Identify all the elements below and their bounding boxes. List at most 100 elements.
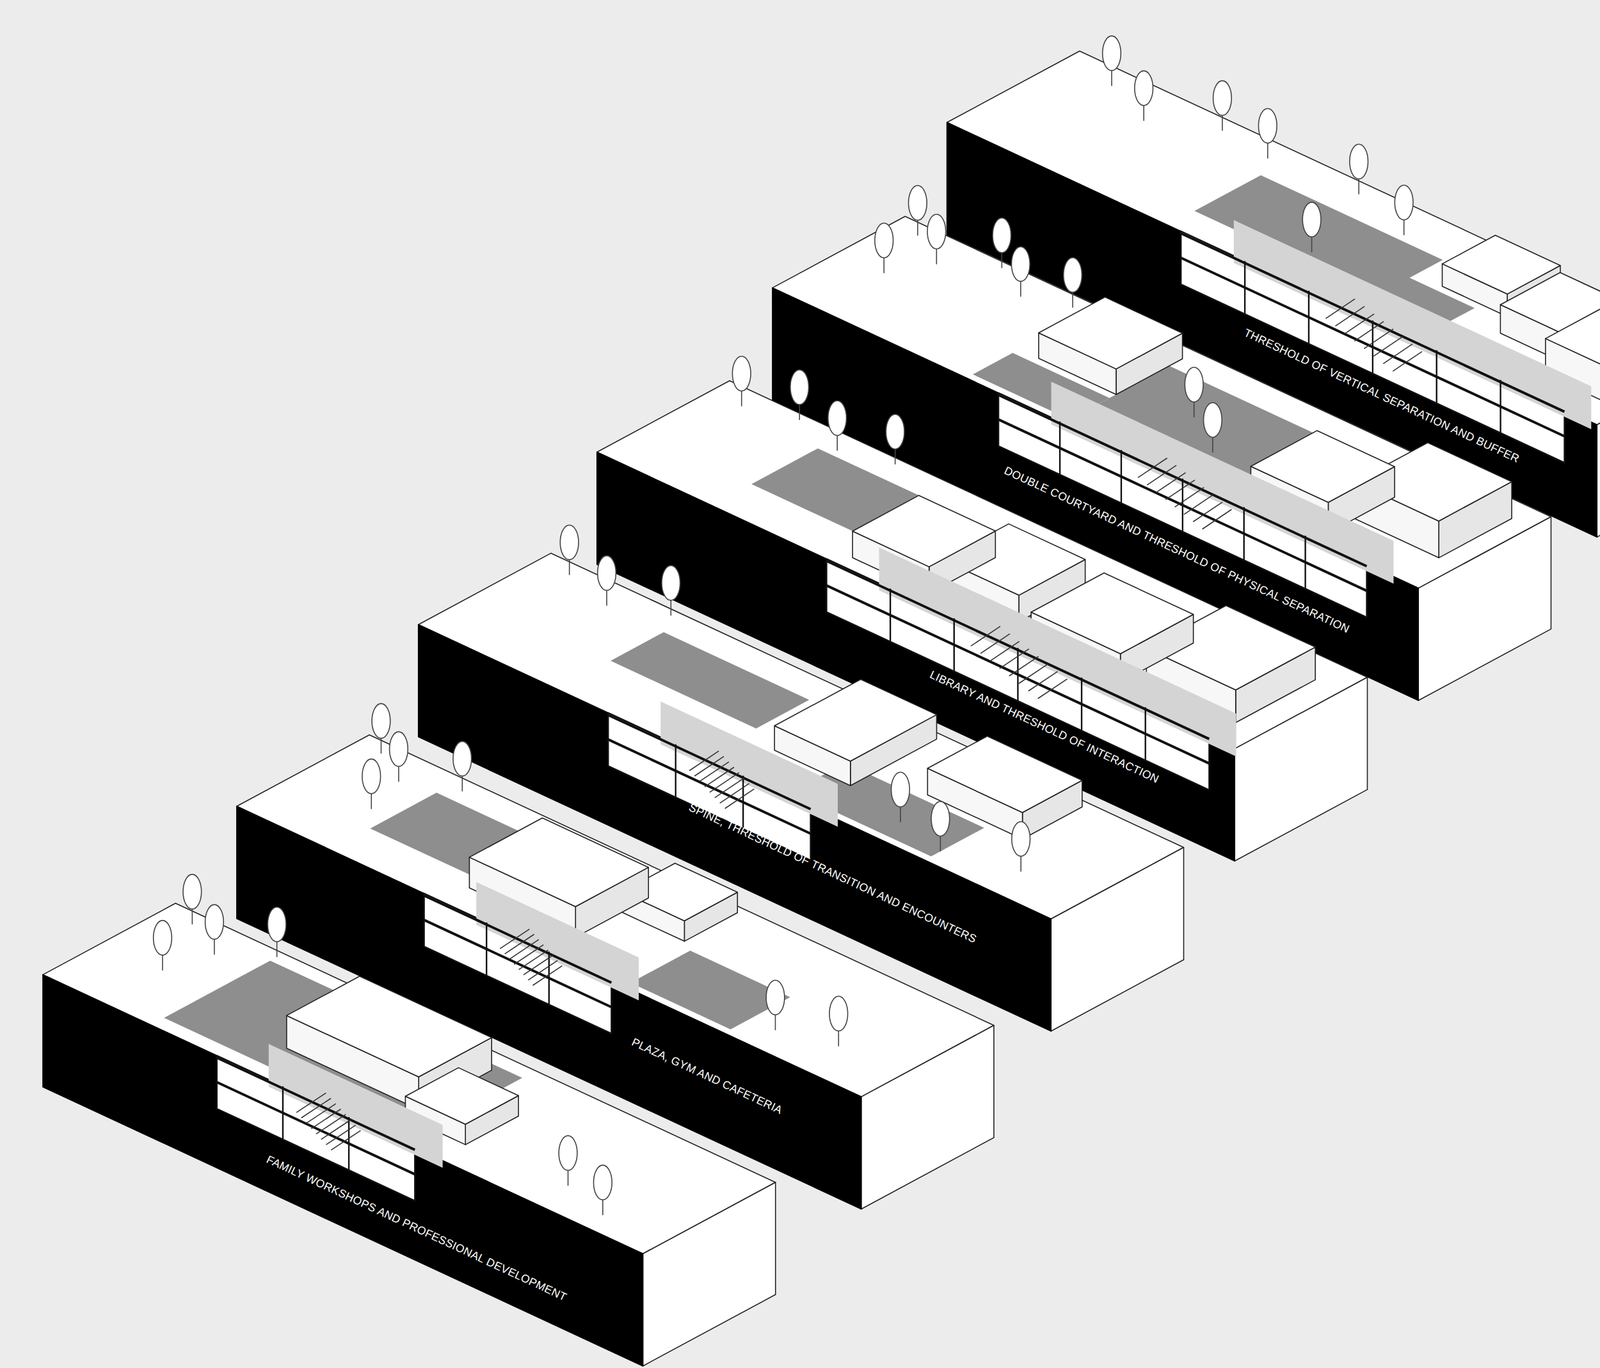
tree-crown <box>389 731 409 767</box>
building-roof <box>852 495 996 567</box>
section-wall <box>485 922 488 976</box>
tree-crown <box>153 920 173 955</box>
tree-crown <box>766 979 785 1015</box>
stair-tread <box>513 944 544 965</box>
tree-crown <box>453 741 472 776</box>
tree-crown <box>1203 402 1223 438</box>
tree-crown <box>908 185 928 221</box>
tree-crown <box>593 1164 612 1200</box>
section-wall <box>1080 677 1083 731</box>
floor-slab <box>424 895 612 983</box>
building-roof <box>286 976 492 1077</box>
section-wall <box>1182 478 1184 532</box>
stair-tread <box>326 1125 356 1145</box>
section-wall <box>1436 350 1438 404</box>
tree-crown <box>828 400 847 436</box>
tree-crown <box>597 555 617 591</box>
stair-tread <box>714 777 745 798</box>
floor-slab <box>216 1057 415 1150</box>
stair-tread <box>296 1092 326 1113</box>
stair-tread <box>523 954 553 975</box>
tree-crown <box>183 874 202 909</box>
building-roof <box>774 679 937 761</box>
tree-crown <box>790 369 809 405</box>
tree-crown <box>371 703 391 738</box>
section-wall <box>1499 380 1501 434</box>
section-wall <box>889 588 891 642</box>
section-wall <box>282 1086 284 1140</box>
slab-end <box>1418 516 1551 701</box>
stair-tread <box>509 939 539 960</box>
ground-shade <box>610 632 809 729</box>
section-wall <box>1059 421 1061 475</box>
tree-crown <box>205 904 224 939</box>
tree-crown <box>267 906 287 942</box>
section-wall <box>1144 707 1147 761</box>
stair-tread <box>694 756 724 777</box>
section-interior <box>660 701 838 827</box>
tree-crown <box>1134 71 1154 106</box>
tree-crown <box>560 524 579 560</box>
tree-crown <box>1349 144 1369 179</box>
stair-tread <box>301 1098 331 1119</box>
tree-crown <box>1394 184 1414 220</box>
tree-crown <box>1011 246 1030 281</box>
tree-crown <box>1302 202 1321 237</box>
tree-crown <box>558 1135 578 1170</box>
stair-tread <box>316 1114 346 1135</box>
tree-crown <box>927 214 946 249</box>
stair-tread <box>699 761 729 782</box>
section-wall <box>548 951 550 1005</box>
floor-slab <box>424 919 612 1007</box>
section-interior <box>1051 381 1394 584</box>
stair-tread <box>519 949 549 970</box>
floor-slab <box>608 714 811 809</box>
slab-section-face <box>42 974 644 1366</box>
stair-tread <box>306 1103 336 1124</box>
stair-tread <box>528 960 558 980</box>
tree-crown <box>1063 257 1083 292</box>
stair-tread <box>709 772 740 793</box>
tree-crown <box>661 565 681 601</box>
stair-tread <box>1392 351 1423 372</box>
slab-section-face <box>597 451 1235 861</box>
tree-crown <box>1011 821 1031 856</box>
stair-tread <box>725 788 755 809</box>
tree-crown <box>1184 367 1204 402</box>
stair-tread <box>533 965 563 986</box>
stair-tread <box>321 1119 351 1140</box>
slab-end <box>1234 677 1368 861</box>
tree-crown <box>992 218 1012 253</box>
tree-crown <box>885 414 905 449</box>
building-roof <box>1545 302 1600 372</box>
building-roof <box>1038 296 1183 369</box>
stair-tread <box>689 750 719 771</box>
section-wall <box>953 618 955 672</box>
section-wall <box>675 744 677 798</box>
section-interior <box>268 1043 443 1168</box>
slab-end <box>642 1182 776 1366</box>
tree-crown <box>829 995 848 1031</box>
stair-tread <box>1202 509 1232 530</box>
stair-tread <box>704 766 735 787</box>
stair-tread <box>720 783 750 804</box>
stair-tread <box>504 933 535 954</box>
section-wall <box>1120 449 1122 504</box>
floor-slab <box>216 1082 415 1175</box>
section-wall <box>1304 535 1306 589</box>
building-roof <box>927 736 1083 813</box>
tree-crown <box>874 223 894 258</box>
section-wall <box>348 1116 350 1170</box>
section-wall <box>1244 261 1246 315</box>
section-wall <box>1308 290 1310 344</box>
tree-crown <box>362 759 381 794</box>
stair-tread <box>330 1130 361 1151</box>
tree-crown <box>1213 80 1232 116</box>
tree-crown <box>732 355 751 391</box>
slab-end <box>861 1025 994 1209</box>
slab-end <box>1050 847 1184 1032</box>
tree-crown <box>1258 108 1277 143</box>
tree-crown <box>931 801 950 836</box>
